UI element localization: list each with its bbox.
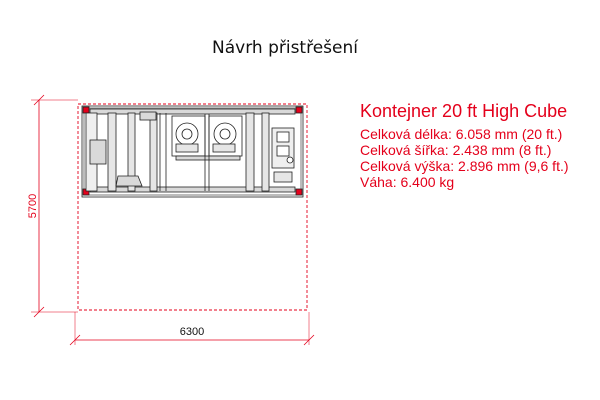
container-spec: Kontejner 20 ft High Cube Celková délka:… [360,100,569,190]
spec-total-width: Celková šířka: 2.438 mm (8 ft.) [360,142,552,158]
container-title: Kontejner 20 ft High Cube [360,101,568,121]
container-plan [81,105,304,198]
height-dimension-label: 5700 [27,194,39,218]
spec-weight: Váha: 6.400 kg [360,174,455,190]
height-dimension [31,94,78,318]
shelter-outline [77,103,308,311]
spec-total-length: Celková délka: 6.058 mm (20 ft.) [360,126,563,142]
width-dimension-label: 6300 [180,326,204,338]
spec-total-height: Celková výška: 2.896 mm (9,6 ft.) [360,158,569,174]
drawing-title: Návrh přistřešení [212,38,358,58]
width-dimension [69,312,315,346]
